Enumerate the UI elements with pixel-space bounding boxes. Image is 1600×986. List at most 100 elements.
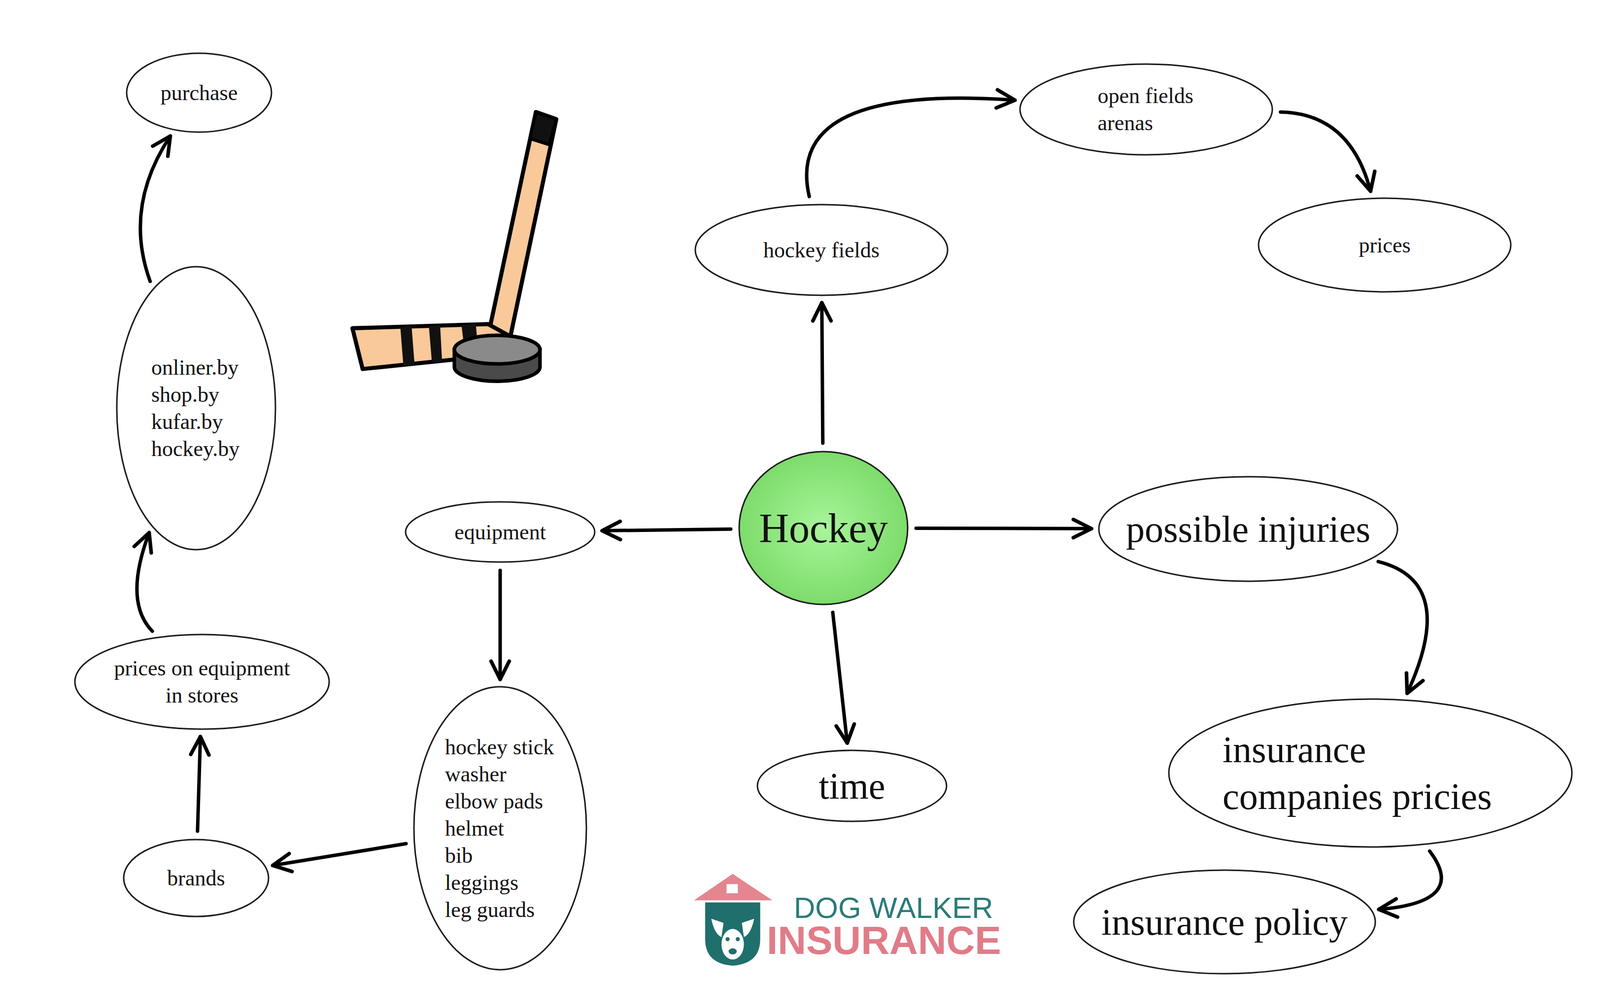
topic-ellipse: prices on equipment in stores <box>73 632 331 731</box>
node-label: prices <box>1358 231 1412 259</box>
label-group: equipment <box>453 518 547 546</box>
arrow-connector <box>498 570 503 680</box>
topic-ellipse: insurance companies pricies <box>1167 697 1574 849</box>
arrow-connector <box>197 736 201 831</box>
logo-dog-nose <box>728 948 738 954</box>
label-group: purchase <box>160 79 239 107</box>
node-ellipse <box>405 501 595 562</box>
label-group: prices <box>1358 231 1412 259</box>
arrow-connector <box>1378 850 1442 909</box>
node-label: possible injuries <box>1125 505 1372 553</box>
logo-dog-eye <box>725 936 730 941</box>
topic-ellipse: insurance policy <box>1072 868 1377 975</box>
topic-ellipse: prices <box>1257 196 1513 294</box>
node-outline <box>1018 62 1274 157</box>
node-label: arenas <box>1097 109 1195 137</box>
node-label: Hockey <box>758 502 889 554</box>
arrow-connector <box>602 528 731 531</box>
node-ellipse <box>757 749 947 821</box>
stick-shaft <box>487 111 557 337</box>
logo-dog-eye <box>735 936 740 941</box>
topic-ellipse: purchase <box>125 51 273 134</box>
node-label: hockey fields <box>762 236 881 264</box>
node-ellipse <box>123 839 269 917</box>
node-label: open fields <box>1097 82 1195 110</box>
arrow-connector <box>806 98 1016 197</box>
logo-roof <box>693 873 773 901</box>
node-label: shop.by <box>151 380 241 409</box>
node-ellipse <box>74 634 330 729</box>
node-label: helmet <box>444 814 556 842</box>
logo-icon <box>689 867 779 967</box>
topic-ellipse: hockey fields <box>693 203 950 297</box>
arrow-connector <box>1378 561 1428 693</box>
node-ellipse <box>695 204 948 296</box>
node-ellipse <box>739 451 908 605</box>
node-label: bib <box>444 841 556 869</box>
node-ellipse <box>1258 198 1511 292</box>
arrow-connector <box>140 136 171 282</box>
logo-dog-face <box>721 928 745 959</box>
label-group: onliner.byshop.bykufar.byhockey.by <box>151 353 241 463</box>
node-label: time <box>817 762 886 810</box>
node-outline <box>1167 697 1574 849</box>
node-label: leggings <box>444 868 556 896</box>
arrow-connector <box>916 526 1092 531</box>
node-label: kufar.by <box>151 408 241 436</box>
puck-top <box>454 335 541 364</box>
node-label: elbow pads <box>444 787 556 815</box>
blade-tape <box>400 326 415 367</box>
node-outline <box>73 632 331 731</box>
topic-ellipse: equipment <box>404 500 597 564</box>
node-outline <box>115 265 277 551</box>
node-label: hockey.by <box>151 435 241 463</box>
node-label: purchase <box>160 79 239 107</box>
label-group: Hockey <box>758 502 889 554</box>
label-group: insurance policy <box>1100 898 1349 946</box>
node-label: hockey stick <box>444 733 556 761</box>
node-label: equipment <box>453 518 547 546</box>
logo-text: INSURANCE <box>766 920 1002 960</box>
arrow-connector <box>1280 111 1371 192</box>
label-group: hockey stickwasherelbow padshelmetbibleg… <box>444 733 556 923</box>
label-group: open fieldsarenas <box>1097 82 1195 137</box>
arrow-connector <box>832 612 848 743</box>
node-label: onliner.by <box>151 353 241 381</box>
node-label: washer <box>444 760 556 788</box>
topic-ellipse: possible injuries <box>1097 475 1399 583</box>
node-ellipse <box>1098 476 1398 581</box>
node-label: leg guards <box>444 895 556 923</box>
topic-ellipse: time <box>755 748 949 823</box>
node-ellipse <box>116 266 276 550</box>
label-group: time <box>817 762 886 810</box>
node-ellipse <box>1073 869 1376 974</box>
logo-dog-ear <box>742 918 755 937</box>
topic-ellipse: open fieldsarenas <box>1018 62 1274 157</box>
node-ellipse <box>1020 64 1273 155</box>
central-circle: Hockey <box>737 449 910 606</box>
hockey-stick-illustration <box>344 93 562 392</box>
arrow-connector <box>136 532 153 631</box>
topic-ellipse: brands <box>122 837 271 918</box>
label-group: hockey fields <box>762 236 881 264</box>
stick-cap <box>529 111 557 145</box>
list-ellipse: hockey stickwasherelbow padshelmetbibleg… <box>412 684 588 971</box>
node-ellipse <box>413 686 587 970</box>
node-label: prices on equipment in stores <box>113 654 291 709</box>
node-label: insurance policy <box>1100 898 1349 946</box>
logo-dog-ear <box>711 918 724 937</box>
blade-tape <box>428 325 443 364</box>
logo-shield <box>705 902 761 966</box>
node-ellipse <box>126 53 272 133</box>
label-group: prices on equipment in stores <box>113 654 291 709</box>
logo-text: DOG WALKER <box>793 892 994 923</box>
label-group: possible injuries <box>1125 505 1372 553</box>
arrow-connector <box>821 302 823 443</box>
arrow-connector <box>272 843 407 865</box>
node-label: brands <box>166 864 226 892</box>
label-group: insurance companies pricies <box>1222 725 1519 820</box>
label-group: brands <box>166 864 226 892</box>
node-ellipse <box>1168 698 1572 847</box>
logo-window <box>726 883 738 893</box>
node-label: insurance companies pricies <box>1222 725 1519 820</box>
